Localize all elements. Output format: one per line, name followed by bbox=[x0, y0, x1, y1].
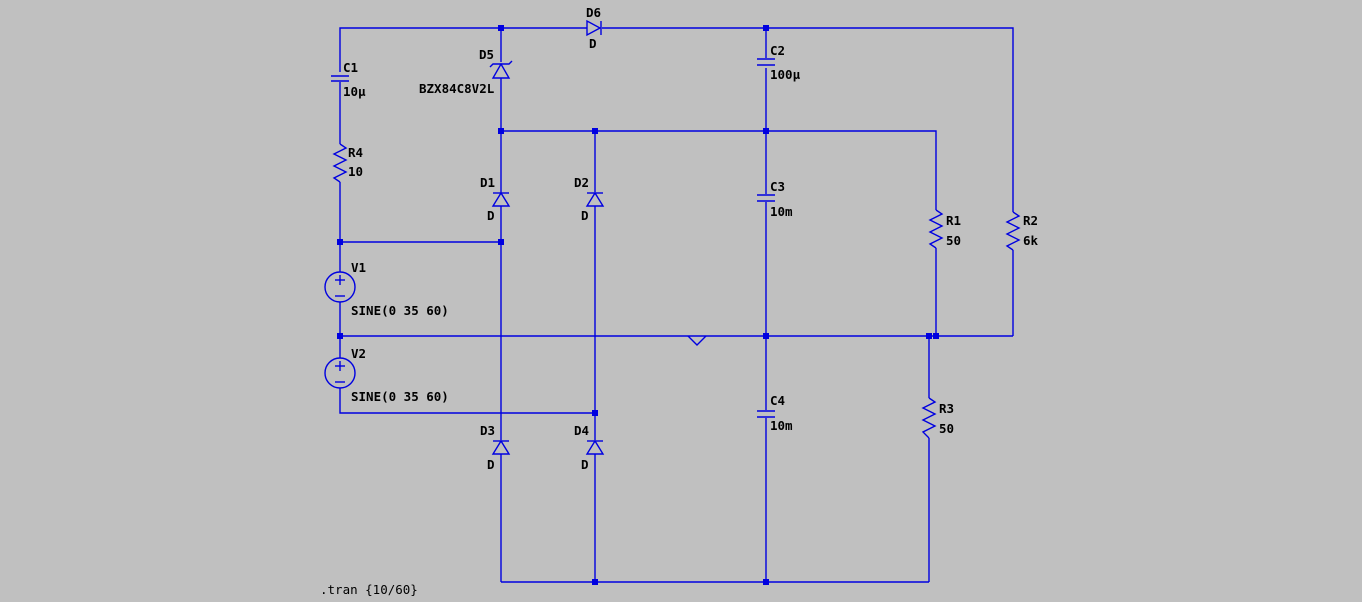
r2-value: 6k bbox=[1023, 233, 1039, 248]
d4-value: D bbox=[581, 457, 589, 472]
r2-name: R2 bbox=[1023, 213, 1038, 228]
capacitor-c2[interactable]: C2 100µ bbox=[757, 43, 801, 82]
voltage-source-v1[interactable]: V1 SINE(0 35 60) bbox=[324, 260, 449, 318]
c4-value: 10m bbox=[770, 418, 793, 433]
r4-name: R4 bbox=[348, 145, 363, 160]
v2-name: V2 bbox=[351, 346, 366, 361]
v1-name: V1 bbox=[351, 260, 366, 275]
capacitor-c1[interactable]: C1 10µ bbox=[331, 60, 366, 99]
c3-value: 10m bbox=[770, 204, 793, 219]
d5-value: BZX84C8V2L bbox=[419, 81, 495, 96]
junction-dots bbox=[337, 25, 939, 585]
diode-d1[interactable]: D1 D bbox=[480, 175, 511, 223]
diode-d3[interactable]: D3 D bbox=[480, 423, 511, 472]
r4-value: 10 bbox=[348, 164, 363, 179]
d5-name: D5 bbox=[479, 47, 494, 62]
d2-name: D2 bbox=[574, 175, 589, 190]
resistor-r1[interactable]: R1 50 bbox=[928, 209, 961, 249]
c2-name: C2 bbox=[770, 43, 785, 58]
r1-name: R1 bbox=[946, 213, 961, 228]
r3-value: 50 bbox=[939, 421, 954, 436]
c1-value: 10µ bbox=[343, 84, 366, 99]
resistor-r3[interactable]: R3 50 bbox=[921, 397, 954, 439]
d6-value: D bbox=[589, 36, 597, 51]
v2-value: SINE(0 35 60) bbox=[351, 389, 449, 404]
d6-name: D6 bbox=[586, 5, 601, 20]
v1-value: SINE(0 35 60) bbox=[351, 303, 449, 318]
resistor-r2[interactable]: R2 6k bbox=[1005, 211, 1039, 251]
c4-name: C4 bbox=[770, 393, 785, 408]
r3-name: R3 bbox=[939, 401, 954, 416]
resistor-r4[interactable]: R4 10 bbox=[332, 143, 363, 183]
d2-value: D bbox=[581, 208, 589, 223]
voltage-source-v2[interactable]: V2 SINE(0 35 60) bbox=[324, 346, 449, 404]
c3-name: C3 bbox=[770, 179, 785, 194]
d4-name: D4 bbox=[574, 423, 589, 438]
d1-value: D bbox=[487, 208, 495, 223]
zener-diode-d5[interactable]: D5 BZX84C8V2L bbox=[419, 47, 513, 96]
diode-d2[interactable]: D2 D bbox=[574, 175, 605, 223]
diode-d6[interactable]: D6 D bbox=[586, 5, 602, 51]
r1-value: 50 bbox=[946, 233, 961, 248]
c1-name: C1 bbox=[343, 60, 358, 75]
capacitor-c4[interactable]: C4 10m bbox=[757, 393, 793, 433]
spice-directive[interactable]: .tran {10/60} bbox=[320, 582, 418, 597]
diode-d4[interactable]: D4 D bbox=[574, 423, 605, 472]
d3-value: D bbox=[487, 457, 495, 472]
capacitor-c3[interactable]: C3 10m bbox=[757, 179, 793, 219]
d1-name: D1 bbox=[480, 175, 495, 190]
d3-name: D3 bbox=[480, 423, 495, 438]
c2-value: 100µ bbox=[770, 67, 801, 82]
